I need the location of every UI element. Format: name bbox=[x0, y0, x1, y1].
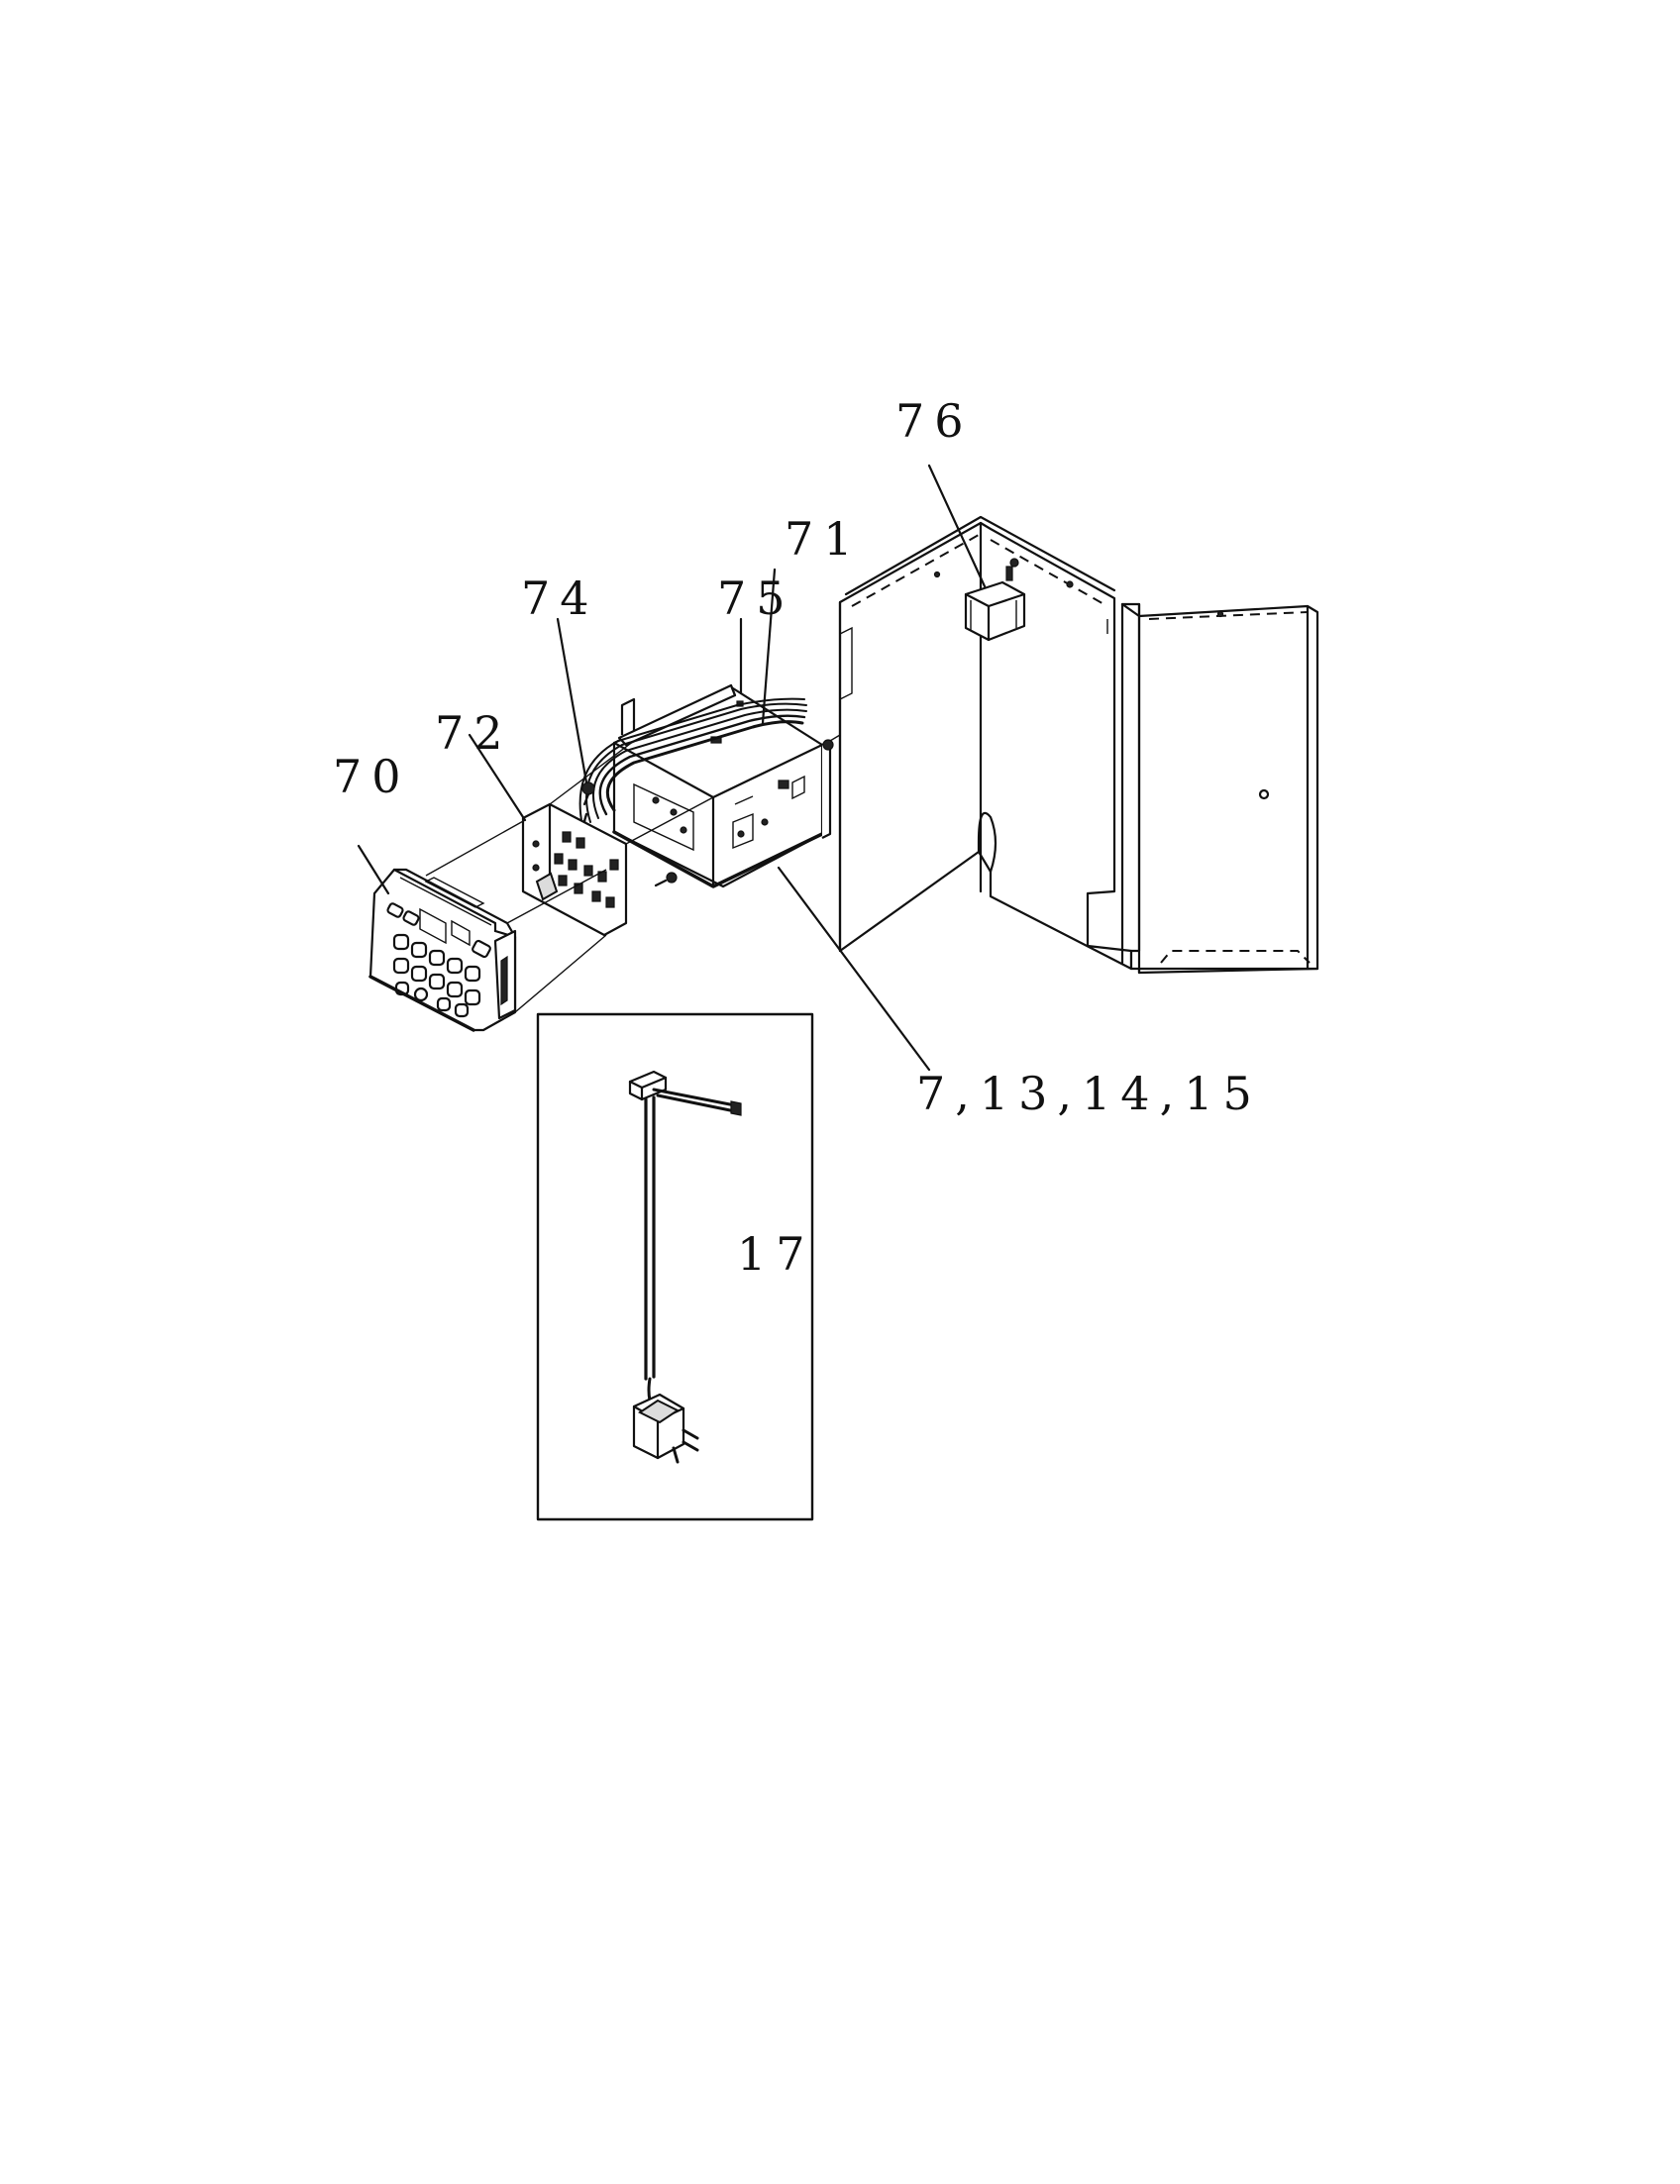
callout-71: 71 bbox=[785, 512, 863, 566]
callout-7-13-14-15: 7,13,14,15 bbox=[916, 1067, 1262, 1120]
leader-lines bbox=[357, 464, 987, 1072]
cabinet-back-panel bbox=[1120, 602, 1319, 975]
callout-74: 74 bbox=[521, 572, 599, 625]
screw-hole bbox=[1258, 788, 1270, 800]
inset-frame bbox=[536, 1012, 814, 1521]
explode-lines bbox=[425, 734, 841, 1013]
screw-lower bbox=[654, 872, 678, 887]
leader-7-13-14-15 bbox=[777, 866, 931, 1072]
transformer bbox=[964, 558, 1026, 642]
callout-72: 72 bbox=[435, 706, 513, 760]
leader-72 bbox=[468, 733, 527, 822]
callout-75: 75 bbox=[717, 572, 795, 625]
leader-71 bbox=[761, 568, 777, 725]
callout-76: 76 bbox=[895, 394, 974, 448]
control-panel-faceplate bbox=[368, 868, 517, 1032]
screw-hole bbox=[1216, 610, 1224, 618]
cabinet-side-panel bbox=[838, 515, 1133, 971]
callout-17: 17 bbox=[737, 1227, 815, 1281]
callout-70: 70 bbox=[333, 750, 411, 803]
screw-hole bbox=[1066, 580, 1074, 588]
screw-74 bbox=[581, 781, 595, 806]
leader-74 bbox=[556, 617, 588, 784]
leader-70 bbox=[357, 844, 390, 895]
screw-hole bbox=[933, 571, 941, 578]
circuit-board bbox=[521, 802, 628, 937]
screw bbox=[822, 739, 834, 751]
leader-76 bbox=[927, 464, 987, 588]
power-cord-inset bbox=[536, 1012, 814, 1521]
